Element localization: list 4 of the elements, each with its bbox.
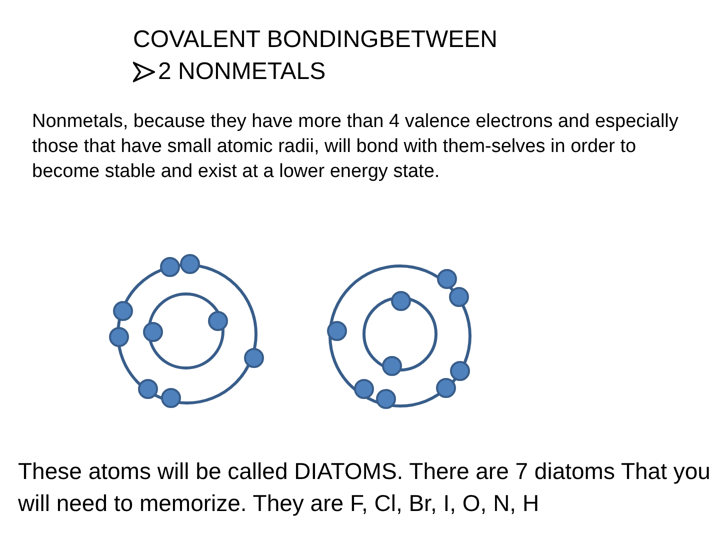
slide-title: COVALENT BONDINGBETWEEN xyxy=(133,26,498,54)
paragraph-text: These atoms will be called DIATOMS. There are 7 diatoms That you will need to memorize. They are F, Cl, Br, I, O, N, H xyxy=(18,457,712,518)
paragraph-text: Nonmetals, because they have more than 4 valence electrons and especially those that have small atomic radii, will bond with them-selves in order to become stable and exist at a lower energy state. xyxy=(32,110,680,184)
slide-subtitle: 2 NONMETALS xyxy=(158,58,326,86)
